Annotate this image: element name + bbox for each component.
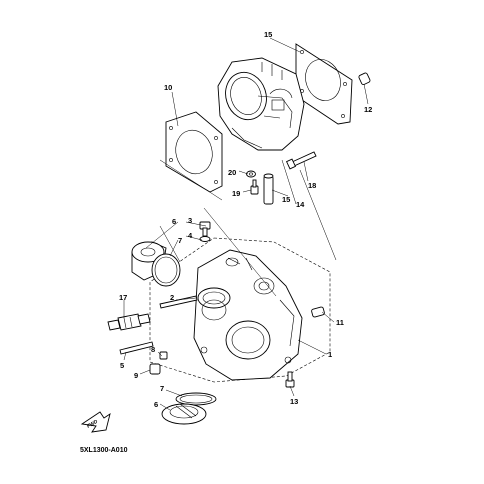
washer-20	[246, 170, 256, 178]
cylinder-head	[193, 249, 303, 381]
callout-2: 2	[170, 293, 174, 302]
callout-12: 12	[364, 105, 372, 114]
washer-4	[199, 236, 211, 242]
callout-20: 20	[228, 168, 236, 177]
callout-13: 13	[290, 397, 298, 406]
pipe-15	[263, 173, 274, 205]
spark-plug-17	[107, 313, 151, 331]
cylinder-base-gasket	[165, 111, 223, 193]
cylinder-block	[217, 57, 305, 151]
cylinder-head-gasket	[295, 43, 353, 125]
callout-6-top: 6	[172, 217, 176, 226]
cover-cap-6-bottom	[161, 403, 207, 425]
callout-3: 3	[188, 216, 192, 225]
callout-9: 9	[134, 371, 138, 380]
callout-11: 11	[336, 318, 344, 327]
callout-4: 4	[188, 231, 193, 240]
callout-5: 5	[120, 361, 124, 370]
callout-15: 15	[282, 195, 290, 204]
bolt-3	[199, 221, 211, 237]
callout-16: 15	[264, 30, 272, 39]
stud-2	[159, 295, 198, 309]
callout-19: 19	[232, 189, 240, 198]
valve-seat-ring	[197, 287, 231, 321]
fwd-label: FWD	[86, 419, 99, 430]
diagram-code: 5XL1300-A010	[80, 447, 128, 454]
o-ring-7-top	[151, 253, 181, 287]
bolt-19	[250, 179, 259, 195]
callout-1: 1	[328, 350, 332, 359]
dowel-pin-12	[358, 72, 371, 86]
o-ring-7-bottom	[175, 392, 217, 406]
callout-7-top: 7	[178, 236, 182, 245]
stud-5	[119, 341, 154, 355]
callout-17: 17	[119, 293, 127, 302]
bolt-13	[285, 371, 295, 388]
callout-10: 10	[164, 83, 172, 92]
assembly-outline	[149, 237, 331, 383]
callout-18: 18	[308, 181, 316, 190]
nut-8	[159, 351, 168, 360]
callout-8: 8	[151, 345, 155, 354]
callout-14: 14	[296, 200, 305, 209]
callout-7-bottom: 7	[160, 384, 164, 393]
fwd-arrow-icon: FWD	[80, 411, 111, 433]
bolt-18	[285, 151, 317, 170]
dowel-pin-11	[311, 306, 325, 318]
nut-9	[149, 363, 161, 375]
callout-6-bottom: 6	[154, 400, 158, 409]
